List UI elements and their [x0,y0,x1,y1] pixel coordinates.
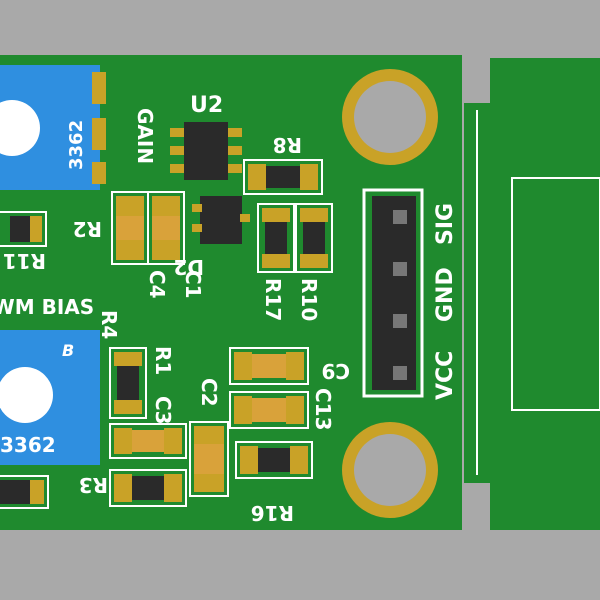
trimmer-top-code: 3362 [66,120,87,170]
trimmer-bottom-mark: B [62,341,74,360]
ref-u2: U2 [190,93,223,118]
resistor-r8 [243,159,323,195]
capacitor-c3 [109,423,187,459]
trimmer-bottom-code: 3362 [0,433,56,457]
ref-r11: R11 [3,249,46,273]
ref-r8: R8 [273,133,302,157]
pin-label-vcc: VCC [433,351,458,400]
capacitor-c2 [189,421,229,497]
ref-r17: R17 [261,278,285,321]
sensor-window [511,177,600,411]
ref-r4: R4 [97,310,121,339]
ref-c13: C13 [311,388,335,431]
capacitor-c1 [147,191,185,265]
ref-c9: C9 [321,359,350,383]
ref-c4: C4 [145,270,169,299]
resistor-r1 [109,347,147,419]
component-bottom-left [0,475,49,509]
trimmer-gain [0,65,106,190]
pin-label-sig: SIG [433,203,458,245]
capacitor-c9 [229,347,309,385]
ref-r10: R10 [297,278,321,321]
gain-label: GAIN [133,108,157,164]
mounting-hole-top [342,69,438,165]
resistor-r17 [257,203,295,273]
resistor-r2 [0,211,47,247]
capacitor-c13 [229,391,309,429]
resistor-r10 [295,203,333,273]
ref-c1: C1 [181,270,205,299]
trimmer-bias [0,330,100,465]
ref-r2: R2 [73,217,102,241]
resistor-r16 [235,441,313,479]
ref-c2: C2 [197,378,221,407]
pin-label-gnd: GND [433,267,458,322]
diode-d2 [192,196,250,244]
ref-r16: R16 [251,501,294,525]
sensor-board [490,58,600,530]
bias-label: PWM BIAS [0,295,94,319]
resistor-r3 [109,469,187,507]
capacitor-c4 [111,191,149,265]
ic-u2 [170,122,242,180]
mounting-hole-bottom [342,422,438,518]
ref-r3: R3 [79,473,108,497]
ref-r1: R1 [151,346,175,375]
pin-header [362,188,424,398]
ref-c3: C3 [151,396,175,425]
